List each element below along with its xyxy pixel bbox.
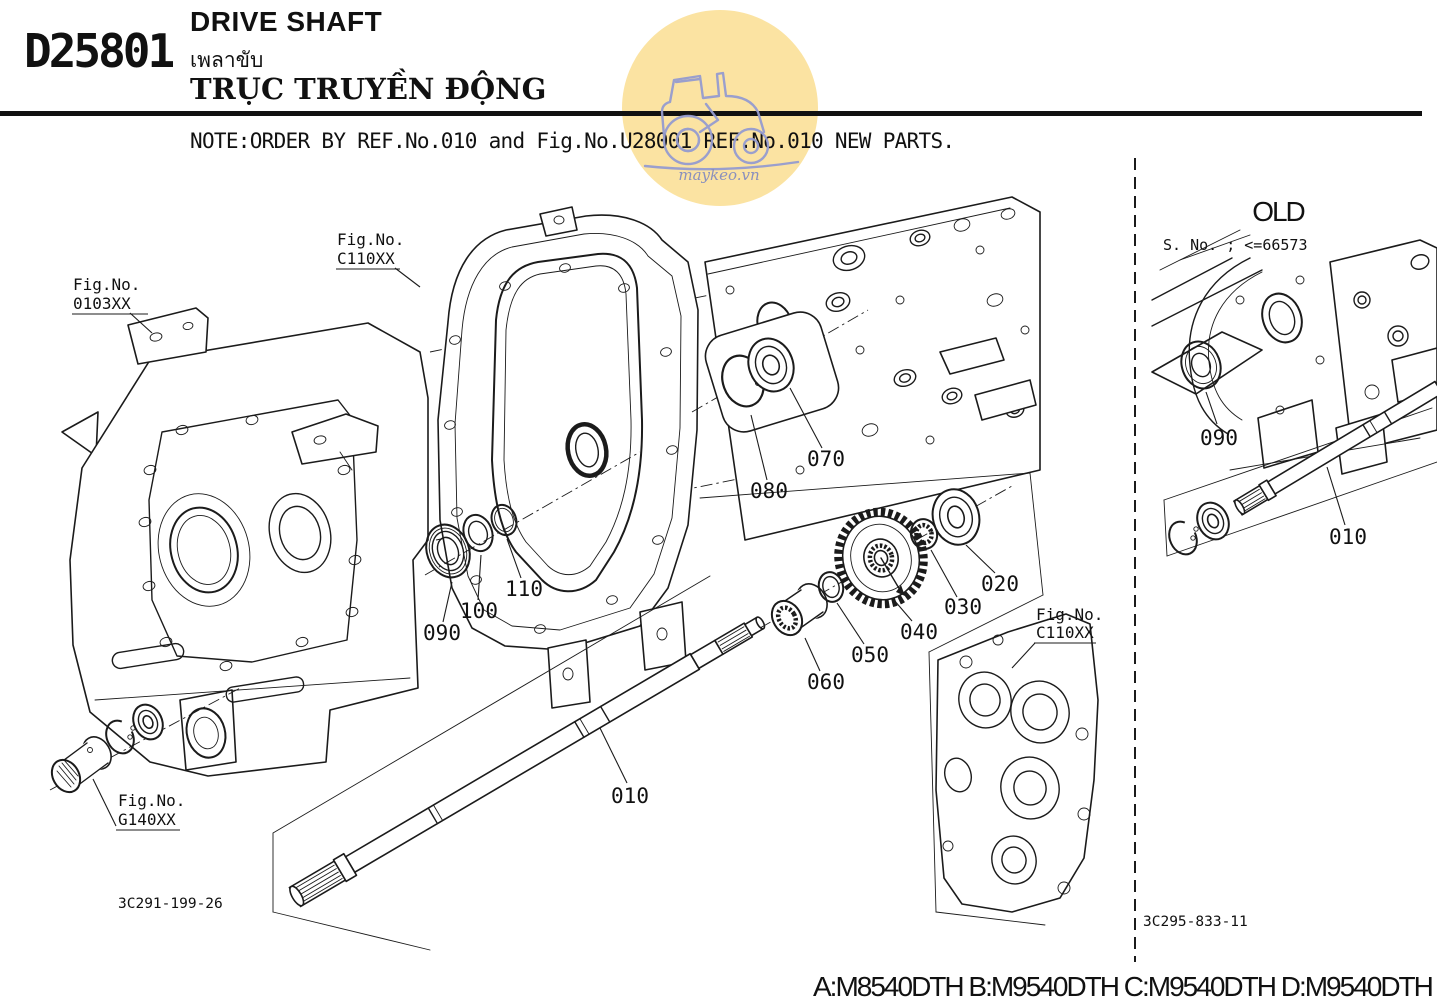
ref-label-110: 110 [505, 577, 543, 601]
svg-text:C110XX: C110XX [1036, 623, 1094, 642]
ref-label-050: 050 [851, 643, 889, 667]
order-note: NOTE:ORDER BY REF.No.010 and Fig.No.U280… [190, 129, 955, 153]
page-title-th: เพลาขับ [190, 48, 264, 72]
old-shaft-010 [1233, 380, 1437, 516]
old-serial-note: S. No. ; <=66573 [1163, 236, 1308, 254]
ref-label-080: 080 [750, 479, 788, 503]
svg-text:Fig.No.: Fig.No. [337, 230, 404, 249]
ring-110 [490, 503, 518, 537]
rear-case-drawing [704, 196, 1041, 541]
old-seal-090 [1180, 340, 1222, 390]
fig-label-g140xx: Fig.No. G140XX [116, 791, 185, 831]
bearing-070 [747, 337, 795, 393]
svg-text:Fig.No.: Fig.No. [118, 791, 185, 810]
doc-code: D25801 [24, 24, 175, 78]
detail-panel-boundaries [272, 472, 1046, 951]
old-bearing [1196, 501, 1230, 541]
mounting-bracket-0103 [127, 307, 209, 365]
header-rule [0, 111, 1422, 116]
page-title-en: DRIVE SHAFT [190, 6, 383, 37]
coupling-g140 [50, 736, 112, 794]
svg-text:0103XX: 0103XX [73, 294, 131, 313]
ref-label-090: 090 [423, 621, 461, 645]
fig-label-0103xx: Fig.No. 0103XX [72, 275, 148, 315]
old-ref-label-010: 010 [1329, 525, 1367, 549]
page-title-vi: TRỤC TRUYỀN ĐỘNG [190, 72, 547, 106]
left-case-drawing [61, 307, 429, 777]
collar-100 [462, 513, 494, 553]
gear-040 [834, 507, 928, 609]
svg-text:C110XX: C110XX [337, 249, 395, 268]
bearing-020 [931, 488, 981, 546]
old-housing-fragment [1151, 229, 1437, 475]
old-section-heading: OLD [1252, 196, 1304, 227]
ref-label-020: 020 [981, 572, 1019, 596]
axis-090-110 [424, 451, 641, 576]
old-ref-label-090: 090 [1200, 426, 1238, 450]
snap-ring-g140 [105, 719, 136, 755]
ref-label-070: 070 [807, 447, 845, 471]
fig-label-c110xx-top: Fig.No. C110XX [336, 230, 404, 270]
bearing-g140 [132, 703, 164, 741]
washer-050 [817, 571, 845, 603]
bell-housing-drawing [437, 206, 699, 709]
svg-text:Fig.No.: Fig.No. [73, 275, 140, 294]
drawing-code-right: 3C295-833-11 [1143, 914, 1248, 930]
drive-shaft-010 [288, 616, 766, 908]
model-applicability-list: A:M8540DTH B:M9540DTH C:M9540DTH D:M9540… [813, 971, 1434, 1002]
ref-label-040: 040 [900, 620, 938, 644]
old-snap-ring [1168, 520, 1199, 556]
ref-label-060: 060 [807, 670, 845, 694]
leader-lines [92, 267, 1346, 827]
side-cover-drawing [935, 613, 1099, 913]
svg-text:Fig.No.: Fig.No. [1036, 605, 1103, 624]
axis-g140 [49, 686, 243, 791]
fig-label-c110xx-cover: Fig.No. C110XX [1034, 605, 1103, 644]
svg-text:G140XX: G140XX [118, 810, 176, 829]
ref-label-100: 100 [460, 599, 498, 623]
ref-label-010: 010 [611, 784, 649, 808]
ref-label-030: 030 [944, 595, 982, 619]
drawing-code-left: 3C291-199-26 [118, 896, 223, 912]
